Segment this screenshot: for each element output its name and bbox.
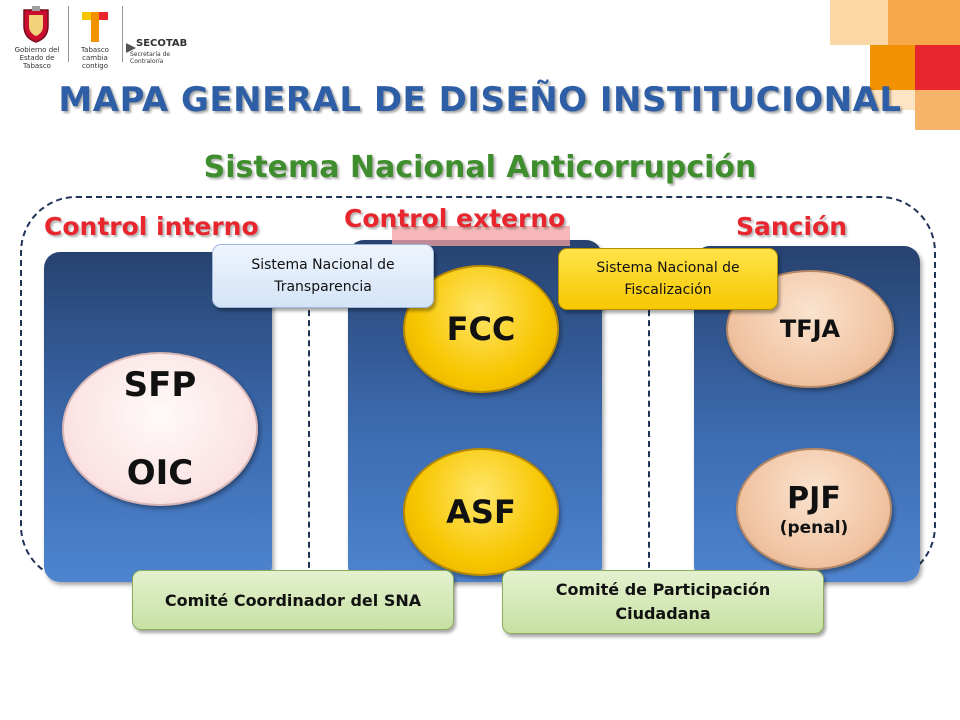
oval-asf: ASF [403, 448, 559, 576]
logo-divider [122, 6, 123, 62]
coat-of-arms-icon [20, 6, 52, 44]
main-title: MAPA GENERAL DE DISEÑO INSTITUCIONAL [58, 80, 902, 120]
oval-fcc-label: FCC [446, 310, 516, 348]
box-transparency-system: Sistema Nacional de Transparencia [212, 244, 434, 308]
box-fiscalization-system: Sistema Nacional de Fiscalización [558, 248, 778, 310]
heading-highlight [392, 226, 570, 246]
oval-pjf-label: PJF [787, 480, 841, 516]
oval-oic-label: OIC [126, 453, 194, 493]
heading-control-externo: Control externo [344, 204, 566, 233]
state-government-label: Gobierno del Estado de Tabasco [14, 46, 60, 70]
tabasco-logo-icon [80, 10, 110, 44]
oval-pjf-sublabel: (penal) [779, 517, 849, 538]
oval-sfp-oic: SFP OIC [62, 352, 258, 506]
heading-control-interno: Control interno [44, 212, 259, 241]
column-divider-left [308, 300, 310, 578]
oval-pjf: PJF (penal) [736, 448, 892, 570]
tabasco-slogan-label: Tabasco cambia contigo [81, 46, 109, 70]
oval-asf-label: ASF [446, 493, 516, 531]
transparency-label: Sistema Nacional de Transparencia [251, 257, 395, 295]
decorative-squares [830, 0, 960, 130]
secotab-subtitle: Secretaría de Contraloría [130, 51, 171, 65]
header-logos: Gobierno del Estado de Tabasco Tabasco c… [8, 4, 198, 70]
logo-divider [68, 6, 69, 62]
secotab-icon [126, 38, 136, 53]
box-participation-committee: Comité de Participación Ciudadana [502, 570, 824, 634]
sub-title: Sistema Nacional Anticorrupción [203, 150, 757, 185]
oval-tfja-label: TFJA [779, 315, 841, 343]
fiscalization-label: Sistema Nacional de Fiscalización [596, 260, 740, 298]
box-coordinator-committee: Comité Coordinador del SNA [132, 570, 454, 630]
heading-sancion: Sanción [736, 212, 848, 241]
oval-sfp-label: SFP [123, 365, 197, 405]
coordinator-label: Comité Coordinador del SNA [164, 590, 422, 610]
secotab-name: SECOTAB [136, 38, 188, 49]
participation-label: Comité de Participación Ciudadana [555, 580, 771, 623]
column-divider-right [648, 300, 650, 578]
